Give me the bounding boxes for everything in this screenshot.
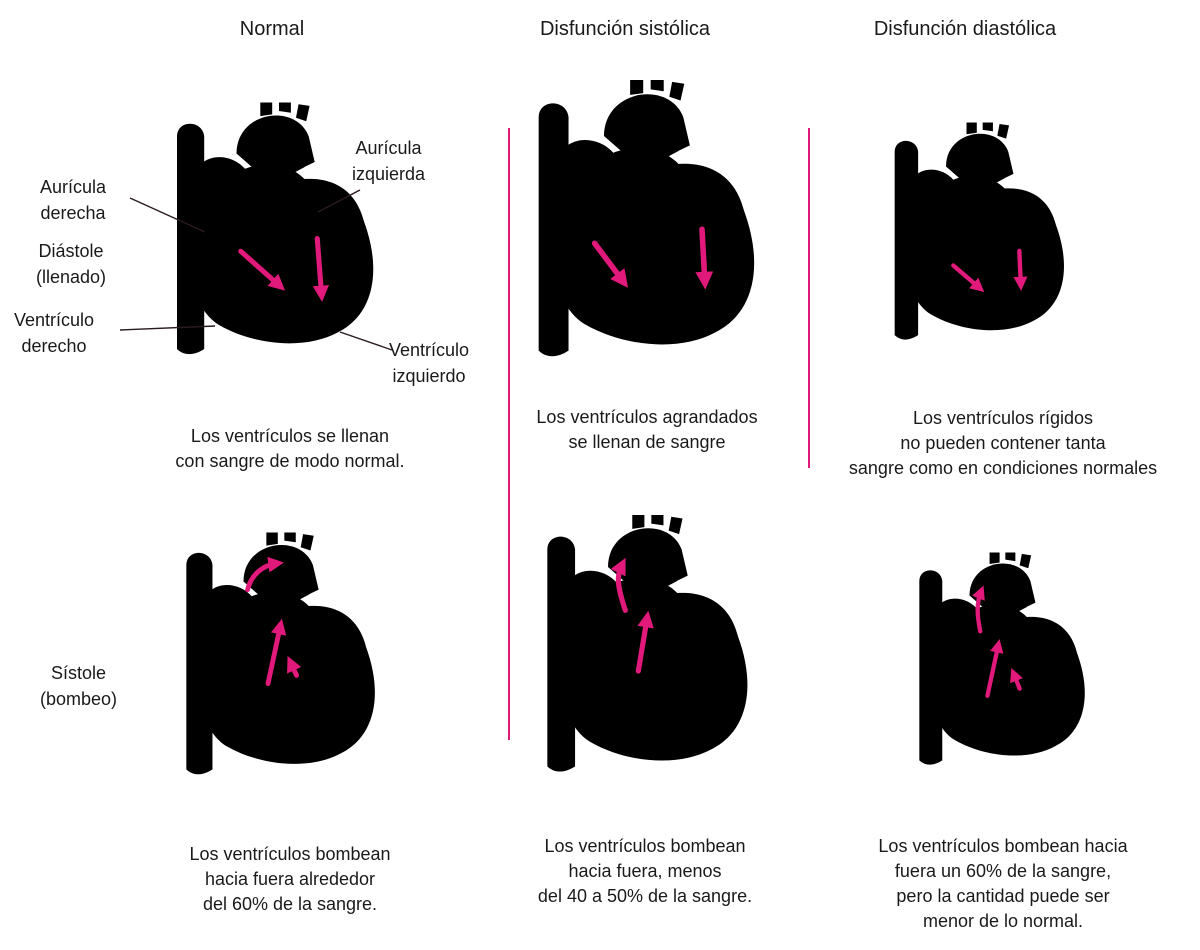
heart-normal-diastole bbox=[160, 75, 415, 385]
heart-systolic-diastole bbox=[520, 55, 800, 385]
column-divider-right bbox=[808, 128, 810, 468]
column-title-systolic-dysfunction: Disfunción sistólica bbox=[539, 18, 711, 40]
caption-normal-systole: Los ventrículos bombean hacia fuera alre… bbox=[189, 844, 391, 914]
label-diastole: Diástole(llenado) bbox=[36, 241, 107, 287]
column-title-diastolic-dysfunction: Disfunción diastólica bbox=[873, 18, 1057, 40]
caption-normal-diastole: Los ventrículos se llenan con sangre de … bbox=[175, 426, 405, 471]
heart-diastolic-systole bbox=[905, 510, 1120, 810]
caption-systolic-systole: Los ventrículos bombean hacia fuera, men… bbox=[537, 836, 753, 906]
heart-systolic-systole bbox=[530, 490, 790, 800]
caption-systolic-diastole: Los ventrículos agrandados se llenan de … bbox=[536, 407, 758, 452]
caption-diastolic-systole: Los ventrículos bombean hacia fuera un 6… bbox=[878, 836, 1128, 931]
heart-diastolic-diastole bbox=[880, 80, 1100, 385]
label-systole: Sístole(bombeo) bbox=[40, 663, 118, 709]
column-title-normal: Normal bbox=[239, 18, 305, 40]
heart-normal-systole bbox=[170, 505, 415, 805]
column-divider-left bbox=[508, 128, 510, 740]
caption-diastolic-diastole: Los ventrículos rígidos no pueden conten… bbox=[848, 408, 1158, 478]
